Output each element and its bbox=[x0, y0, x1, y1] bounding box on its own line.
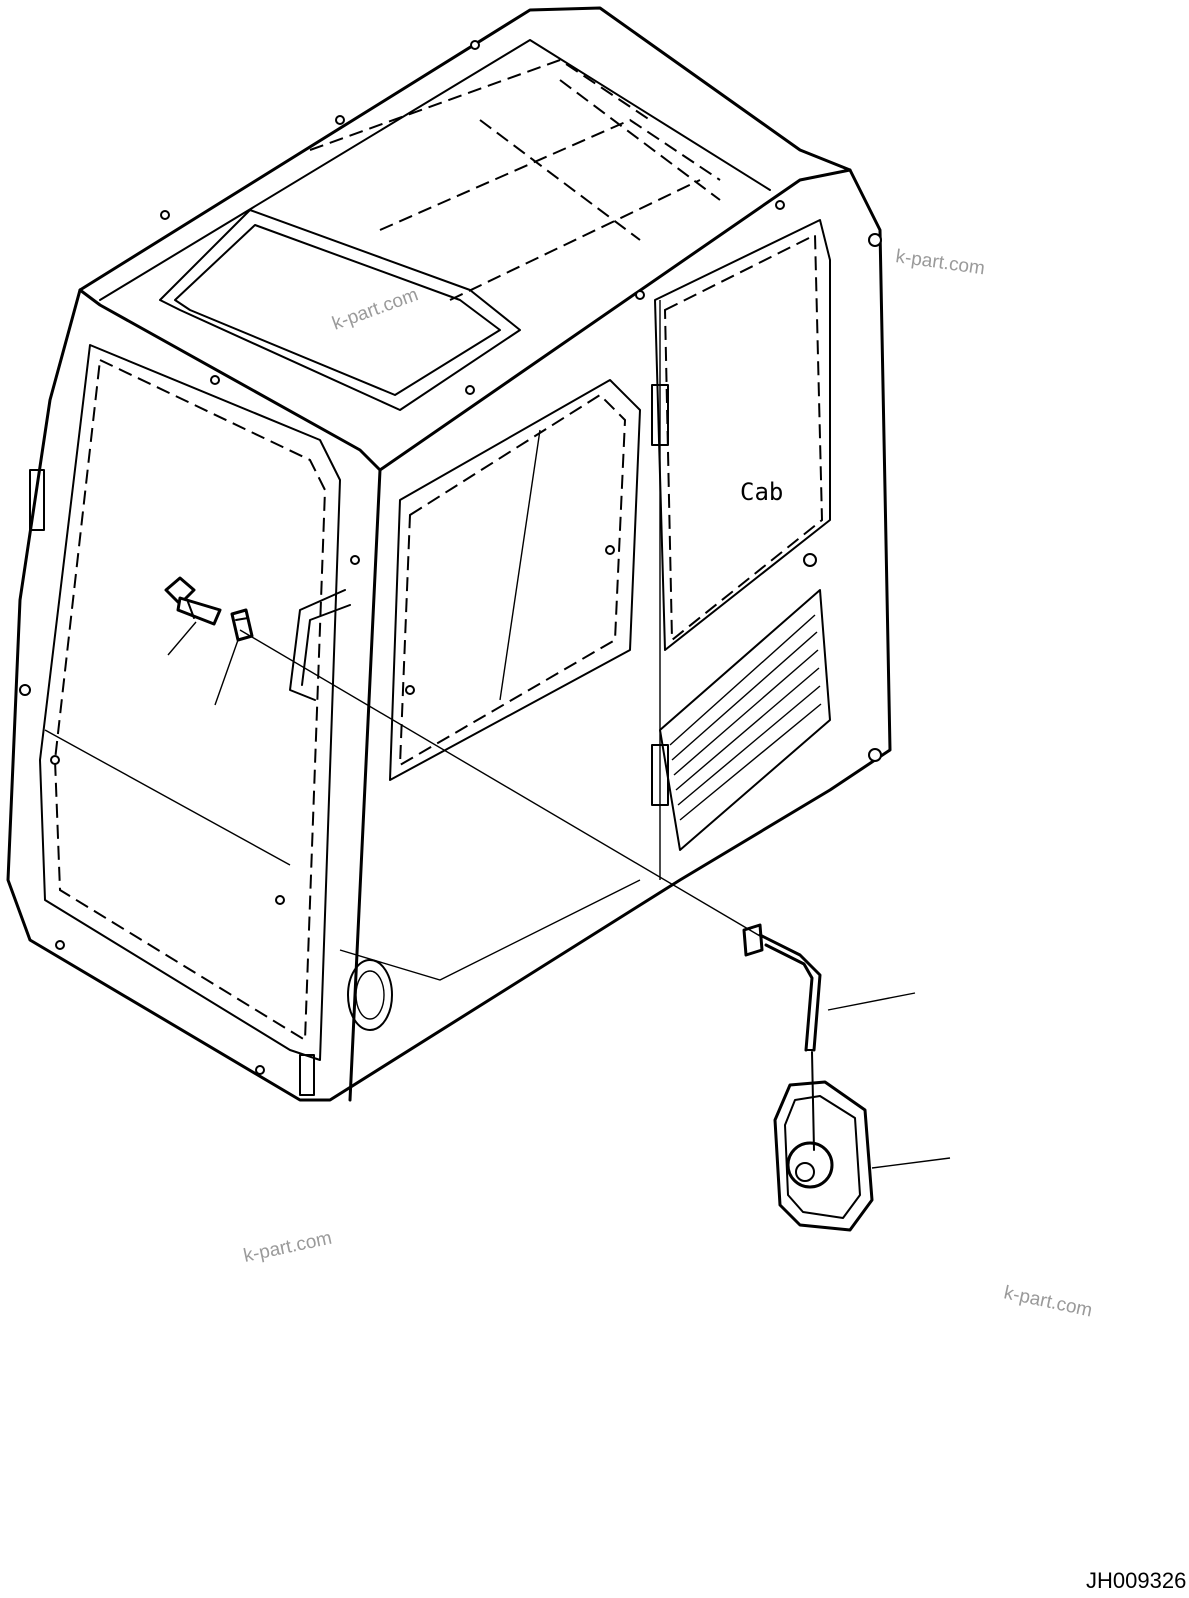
watermark: k-part.com bbox=[242, 1228, 334, 1267]
watermark: k-part.com bbox=[1002, 1282, 1094, 1321]
cab-body bbox=[6, 6, 892, 1102]
assembly-line bbox=[239, 629, 761, 937]
clip-part bbox=[230, 608, 254, 642]
mirror-stay-part bbox=[742, 923, 822, 1052]
drawing-code: JH009326 bbox=[1086, 1568, 1186, 1593]
bolt-part bbox=[164, 576, 222, 626]
stay-leader bbox=[827, 992, 916, 1011]
mirror-part bbox=[773, 1051, 874, 1232]
watermark: k-part.com bbox=[330, 284, 422, 334]
clip-leader bbox=[214, 639, 239, 706]
bolt-leader bbox=[167, 621, 197, 656]
cab-label: Cab bbox=[740, 478, 783, 506]
leader-lines bbox=[167, 621, 951, 1169]
mirror-leader bbox=[871, 1157, 951, 1169]
watermark: k-part.com bbox=[894, 246, 986, 279]
